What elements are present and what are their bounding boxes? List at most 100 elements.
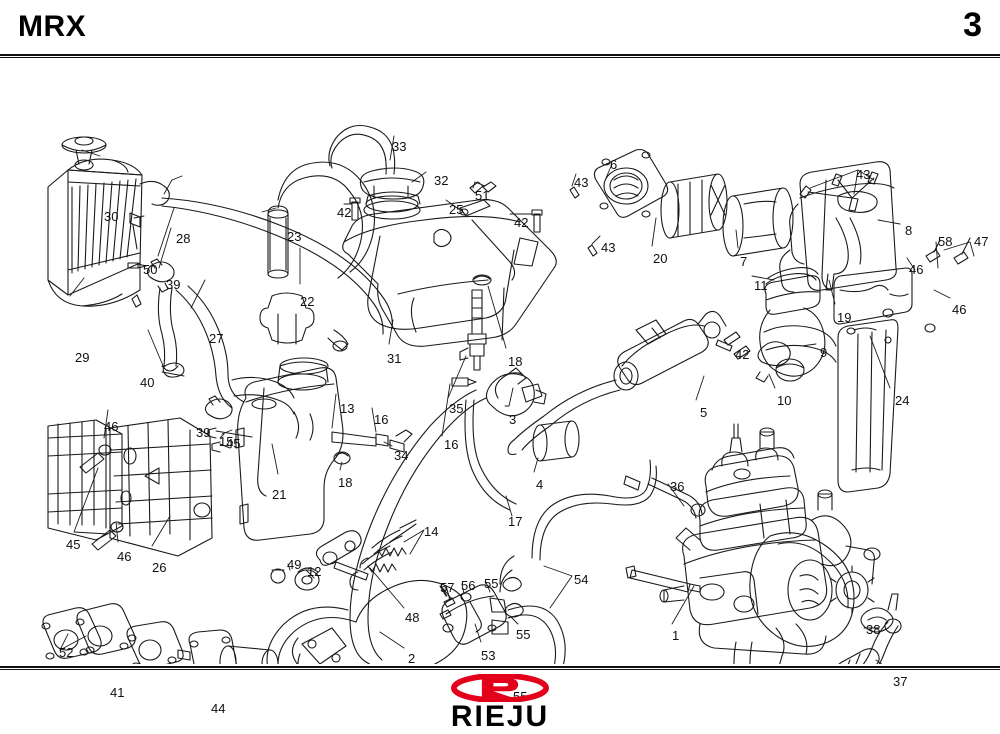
callout-bolt: 42 <box>514 215 529 230</box>
callout-hose-clamp-small: 40 <box>140 375 155 390</box>
footer-divider <box>0 666 1000 670</box>
callout-hose-clamp: 39 <box>166 277 181 292</box>
callout-hose-clamp: 39 <box>196 425 211 440</box>
callout-mount-bolt: 48 <box>405 610 420 625</box>
exhaust-clamp <box>485 367 547 417</box>
callout-expansion-chamber: 2 <box>408 651 416 666</box>
callout-clip-small: 18 <box>338 475 353 490</box>
callout-screw: 43 <box>574 175 589 190</box>
callout-overflow-hose: 15 <box>219 434 234 449</box>
callout-panel-bracket: 58 <box>938 234 953 249</box>
callout-airbox: 8 <box>905 223 913 238</box>
callout-fuel-tank: 31 <box>387 351 402 366</box>
callout-fuel-tank-cap: 32 <box>434 173 449 188</box>
clamp-40 <box>162 362 185 378</box>
breather-hose <box>464 399 517 511</box>
callout-washer: 46 <box>952 302 967 317</box>
callout-air-filter-element: 7 <box>740 254 748 269</box>
callout-intake-boot: 9 <box>820 345 828 360</box>
callout-lower-radiator-hose: 27 <box>209 331 224 346</box>
callout-bolt: 42 <box>735 347 750 362</box>
spark-plug <box>451 274 492 387</box>
callout-silencer: 5 <box>700 405 708 420</box>
intake-boot <box>715 267 837 383</box>
callout-tank-bracket: 25 <box>449 202 464 217</box>
air-filter-flange <box>593 148 669 218</box>
callout-exhaust-manifold-clamp: 3 <box>509 412 517 427</box>
header-divider <box>0 54 1000 58</box>
callout-breather-hose: 17 <box>508 514 523 529</box>
callout-drain-tap: 34 <box>394 448 409 463</box>
brand-wordmark: RIEJU <box>450 700 550 733</box>
callout-intake-gasket: 41 <box>110 685 125 700</box>
radiator-louver-guard <box>47 417 213 557</box>
leader-lines <box>59 135 975 664</box>
airbox <box>779 161 897 293</box>
callout-side-panel-guard: 24 <box>895 393 910 408</box>
callout-oil-pipe: 36 <box>670 479 685 494</box>
callout-exhaust-gaskets: 52 <box>59 645 74 660</box>
callout-exhaust-springs: 14 <box>424 524 439 539</box>
callout-screw-long: 45 <box>226 436 241 451</box>
callout-radiator: 29 <box>75 350 90 365</box>
filter-cage <box>660 173 728 239</box>
callout-clip-small: 18 <box>508 354 523 369</box>
rieju-r-mark <box>451 674 549 702</box>
coolant-expansion-tank <box>235 161 375 541</box>
callout-screw-small: 50 <box>143 262 158 277</box>
callout-engine-assembly: 1 <box>672 628 680 643</box>
callout-screw-pair: 47 <box>974 234 989 249</box>
callout-airbox-clip: 11 <box>754 278 768 293</box>
callout-airbox-drain: 19 <box>837 310 852 325</box>
callout-screw: 43 <box>601 240 616 255</box>
callout-screw-long: 45 <box>66 537 81 552</box>
callout-intake-clamp: 10 <box>777 393 792 408</box>
exhaust-sleeve <box>532 420 580 462</box>
callout-expansion-tank-cap: 22 <box>300 294 315 309</box>
side-panel-guard <box>833 237 971 493</box>
callout-washer: 46 <box>104 419 119 434</box>
silencer <box>507 310 751 456</box>
callout-radiator-louver-guard: 26 <box>152 560 167 575</box>
brand-logo: RIEJU <box>0 672 1000 734</box>
fuel-tank <box>328 124 557 347</box>
gear-shift-lever <box>838 593 902 664</box>
engine-assembly <box>623 423 881 664</box>
tank-fasteners <box>349 181 598 257</box>
screw-50 <box>127 262 147 269</box>
callout-gear-shift-lever: 37 <box>893 674 908 689</box>
callout-filler-tube: 23 <box>287 229 302 244</box>
callout-water-pump-housing: 53 <box>481 648 496 663</box>
callout-tank-breather-hose: 33 <box>392 139 407 154</box>
callout-filter-cage: 20 <box>653 251 668 266</box>
callout-union-nut: 16 <box>444 437 459 452</box>
callout-upper-radiator-hose: 28 <box>176 231 191 246</box>
page-number: 3 <box>963 6 982 44</box>
callout-washer: 46 <box>909 262 924 277</box>
callout-screw: 43 <box>856 167 871 182</box>
callout-exhaust-mount-bush: 12 <box>307 564 322 579</box>
gaskets <box>41 603 184 664</box>
water-pipe-union <box>177 629 279 664</box>
callout-spark-plug: 35 <box>449 401 464 416</box>
air-filter-element <box>722 187 794 257</box>
callout-washer: 46 <box>117 549 132 564</box>
callout-coolant-expansion-tank: 21 <box>272 487 287 502</box>
callout-exhaust-connector-sleeve: 4 <box>536 477 544 492</box>
callout-coolant-hoses: 54 <box>574 572 589 587</box>
clamp-39b <box>204 395 233 420</box>
callout-nut: 49 <box>287 557 302 572</box>
callout-screw-pump: 57 <box>440 580 455 595</box>
upper-radiator-hose <box>161 197 393 329</box>
callout-air-filter-flange: 6 <box>610 157 618 172</box>
callout-rubber-cap: 38 <box>866 622 881 637</box>
upper-radiator-hose-b <box>161 205 384 335</box>
coolant-hoses <box>439 459 657 664</box>
callout-coolant-drain-pipe: 13 <box>340 401 355 416</box>
page-title: MRX <box>18 10 87 43</box>
callout-washer-pump: 56 <box>461 578 476 593</box>
callout-hose-clamp: 55 <box>484 576 499 591</box>
expansion-chamber <box>266 389 487 664</box>
